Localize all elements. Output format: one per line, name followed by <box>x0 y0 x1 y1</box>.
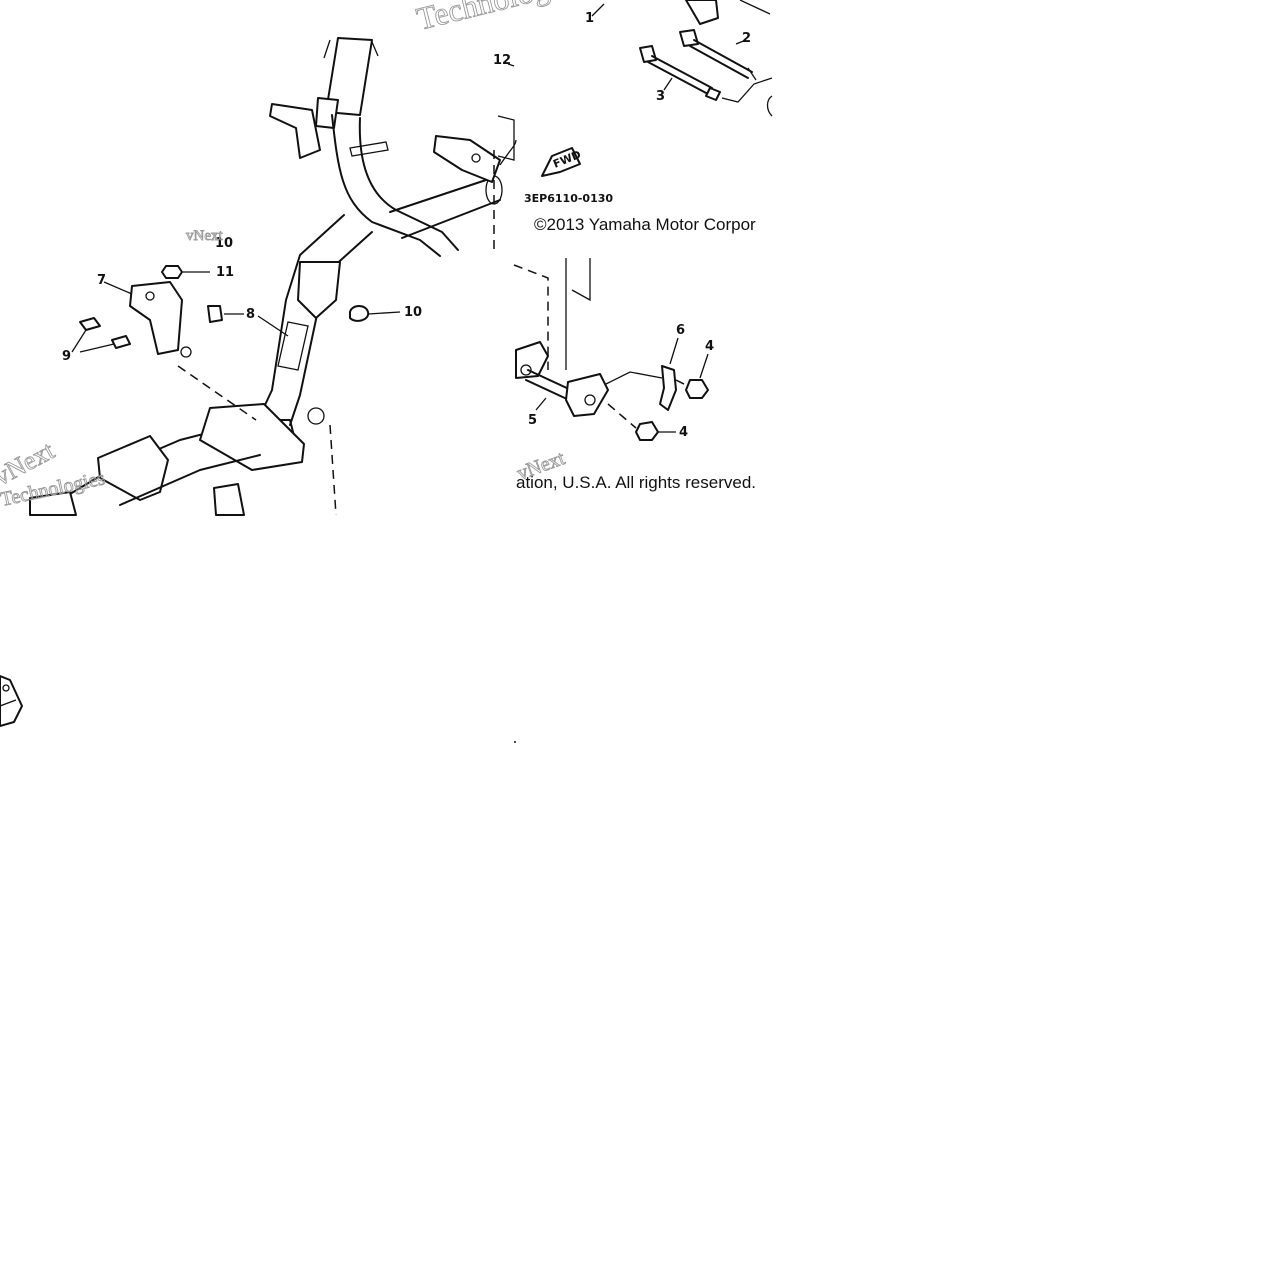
label-part-8: 8 <box>246 307 255 322</box>
label-part-12: 12 <box>493 53 511 68</box>
down-tube <box>331 114 441 257</box>
label-part-1: 1 <box>585 11 594 26</box>
label-part-4-lower: 4 <box>679 425 688 440</box>
forward-arrow: FWD <box>541 147 583 177</box>
label-part-6: 6 <box>676 323 685 338</box>
label-part-3: 3 <box>656 89 665 104</box>
label-part-4-upper: 4 <box>705 339 714 354</box>
label-part-5: 5 <box>528 413 537 428</box>
nut <box>685 379 709 399</box>
label-part-11: 11 <box>216 265 234 280</box>
mount-stay <box>659 365 677 411</box>
bolt <box>207 305 223 323</box>
copyright-line-bottom: ation, U.S.A. All rights reserved. <box>516 473 756 492</box>
frame-fragment <box>0 675 23 727</box>
watermark-text: Technologies <box>413 0 587 37</box>
watermark-text: vNext <box>186 228 223 244</box>
copyright-line-top: ©2013 Yamaha Motor Corpor <box>534 215 756 234</box>
long-bolt <box>679 29 757 81</box>
frame-tile: 7 9 8 11 10 10 12 Technologies vNext vNe… <box>0 0 587 516</box>
engine-mount-bracket <box>129 281 183 355</box>
through-bolt <box>639 45 721 101</box>
nut <box>161 265 183 279</box>
label-part-2: 2 <box>742 31 751 46</box>
cross-member <box>389 177 501 239</box>
label-part-7: 7 <box>97 273 106 288</box>
drawing-code: 3EP6110-0130 <box>524 192 613 205</box>
clamp <box>349 305 370 322</box>
damper-pad <box>79 317 101 331</box>
hardware-tile: FWD 1 2 3 3EP6110-0130 ©2013 Yamaha Moto… <box>497 0 773 234</box>
label-part-10-left: 10 <box>215 236 233 251</box>
mount-plate <box>515 341 549 379</box>
nut <box>635 421 659 441</box>
steering-head-pipe <box>325 37 373 116</box>
label-part-10-right: 10 <box>404 305 422 320</box>
engine-mount-tile: 6 4 4 5 ation, U.S.A. All rights reserve… <box>513 258 756 492</box>
head-bracket <box>269 103 321 159</box>
label-part-9: 9 <box>62 349 71 364</box>
